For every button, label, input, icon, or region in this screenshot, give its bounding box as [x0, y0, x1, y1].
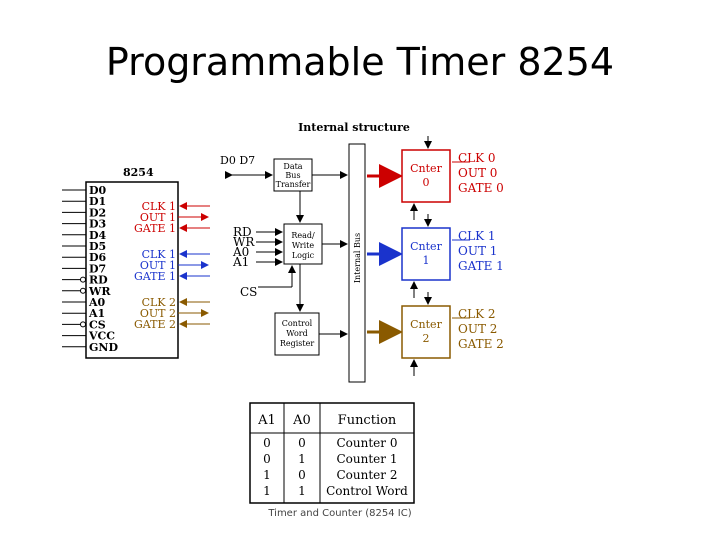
- table-cell: 1: [298, 452, 306, 466]
- counter-signal-label: OUT 1: [458, 244, 497, 258]
- cw-block-line3: Register: [280, 339, 314, 348]
- counter-signal-label: CLK 2: [458, 307, 496, 321]
- chip-pin-label: D1: [89, 195, 106, 208]
- cs-label: CS: [240, 285, 257, 299]
- counter-block: [401, 149, 451, 203]
- rw-input-label: A0: [232, 245, 249, 259]
- counter-signal-label: OUT 0: [458, 166, 497, 180]
- chip-output-label: GATE 1: [134, 270, 176, 283]
- chip-pin-label: D5: [89, 240, 106, 253]
- data-bus-transfer-block: [273, 158, 313, 192]
- chip-pin-label: WR: [88, 285, 111, 298]
- data-bus-transfer-line3: Transfer: [276, 180, 311, 189]
- table-header: A0: [292, 413, 311, 428]
- chip-label: 8254: [123, 166, 154, 179]
- chip-pin-bubble: [80, 321, 86, 328]
- rw-input-label: RD: [233, 225, 252, 239]
- internal-bus-label: Internal Bus: [353, 233, 362, 283]
- cw-block-line2: Word: [286, 329, 307, 338]
- cw-block-line1: Control: [282, 319, 313, 328]
- data-bus-transfer-line1: Data: [283, 162, 302, 171]
- table-cell: 1: [263, 468, 271, 482]
- counter-signal-label: OUT 2: [458, 322, 497, 336]
- counter-signal-label: GATE 0: [458, 181, 504, 195]
- table-cell: 0: [298, 436, 306, 450]
- chip-output-label: OUT 1: [140, 259, 176, 272]
- chip-pin-bubble: [80, 276, 86, 283]
- counter-signal-label: GATE 1: [458, 259, 504, 273]
- counter-name: Cnter: [410, 240, 442, 253]
- counter-signal-label: CLK 0: [458, 151, 496, 165]
- chip-pin-label: GND: [89, 341, 118, 354]
- chip-output-label: OUT 1: [140, 211, 176, 224]
- rw-input-label: WR: [233, 235, 255, 249]
- rw-block-line1: Read/: [291, 231, 315, 240]
- counter-number: 0: [423, 176, 430, 189]
- counter-number: 1: [423, 254, 430, 267]
- counter-name: Cnter: [410, 318, 442, 331]
- chip-pin-label: D7: [89, 262, 106, 275]
- table-cell: 0: [298, 468, 306, 482]
- chip-output-label: CLK 1: [142, 200, 176, 213]
- table-cell: Control Word: [326, 484, 408, 498]
- internal-bus: [348, 143, 366, 383]
- table-cell: Counter 1: [337, 452, 398, 466]
- chip-output-label: OUT 2: [140, 307, 176, 320]
- chip-body: [85, 181, 179, 359]
- chip-pin-label: D4: [89, 229, 107, 242]
- control-word-register-block: [274, 312, 320, 356]
- slide-title: Programmable Timer 8254: [105, 40, 615, 84]
- table-cell: 0: [263, 452, 271, 466]
- rw-block-line2: Write: [292, 241, 314, 250]
- function-table-border: [249, 402, 415, 504]
- table-cell: 1: [263, 484, 271, 498]
- chip-output-label: GATE 2: [134, 318, 176, 331]
- table-cell: 1: [298, 484, 306, 498]
- chip-pin-bubble: [80, 287, 86, 294]
- caption: Timer and Counter (8254 IC): [268, 508, 412, 519]
- chip-output-label: CLK 2: [142, 296, 176, 309]
- table-header: A1: [257, 413, 276, 428]
- chip-output-label: CLK 1: [142, 248, 176, 261]
- counter-signal-label: GATE 2: [458, 337, 504, 351]
- diagram-heading: Internal structure: [298, 121, 410, 134]
- chip-output-label: GATE 1: [134, 222, 176, 235]
- chip-pin-label: D2: [89, 206, 106, 219]
- table-cell: 0: [263, 436, 271, 450]
- chip-pin-label: D3: [89, 218, 106, 231]
- rw-block-line3: Logic: [292, 251, 315, 260]
- counter-block: [401, 305, 451, 359]
- counter-number: 2: [423, 332, 430, 345]
- table-header: Function: [338, 413, 397, 428]
- chip-pin-label: RD: [89, 274, 108, 287]
- data-bus-label: D0 D7: [220, 154, 255, 167]
- counter-name: Cnter: [410, 162, 442, 175]
- chip-pin-label: A0: [88, 296, 106, 309]
- counter-signal-label: CLK 1: [458, 229, 496, 243]
- data-bus-transfer-line2: Bus: [285, 171, 300, 180]
- counter-block: [401, 227, 451, 281]
- chip-pin-label: A1: [88, 307, 105, 320]
- table-cell: Counter 0: [337, 436, 398, 450]
- read-write-logic-block: [283, 223, 323, 265]
- table-cell: Counter 2: [337, 468, 398, 482]
- rw-input-label: A1: [232, 255, 249, 269]
- chip-pin-label: D6: [89, 251, 107, 264]
- chip-pin-label: CS: [89, 318, 106, 331]
- chip-pin-label: VCC: [88, 330, 115, 343]
- chip-pin-label: D0: [89, 184, 107, 197]
